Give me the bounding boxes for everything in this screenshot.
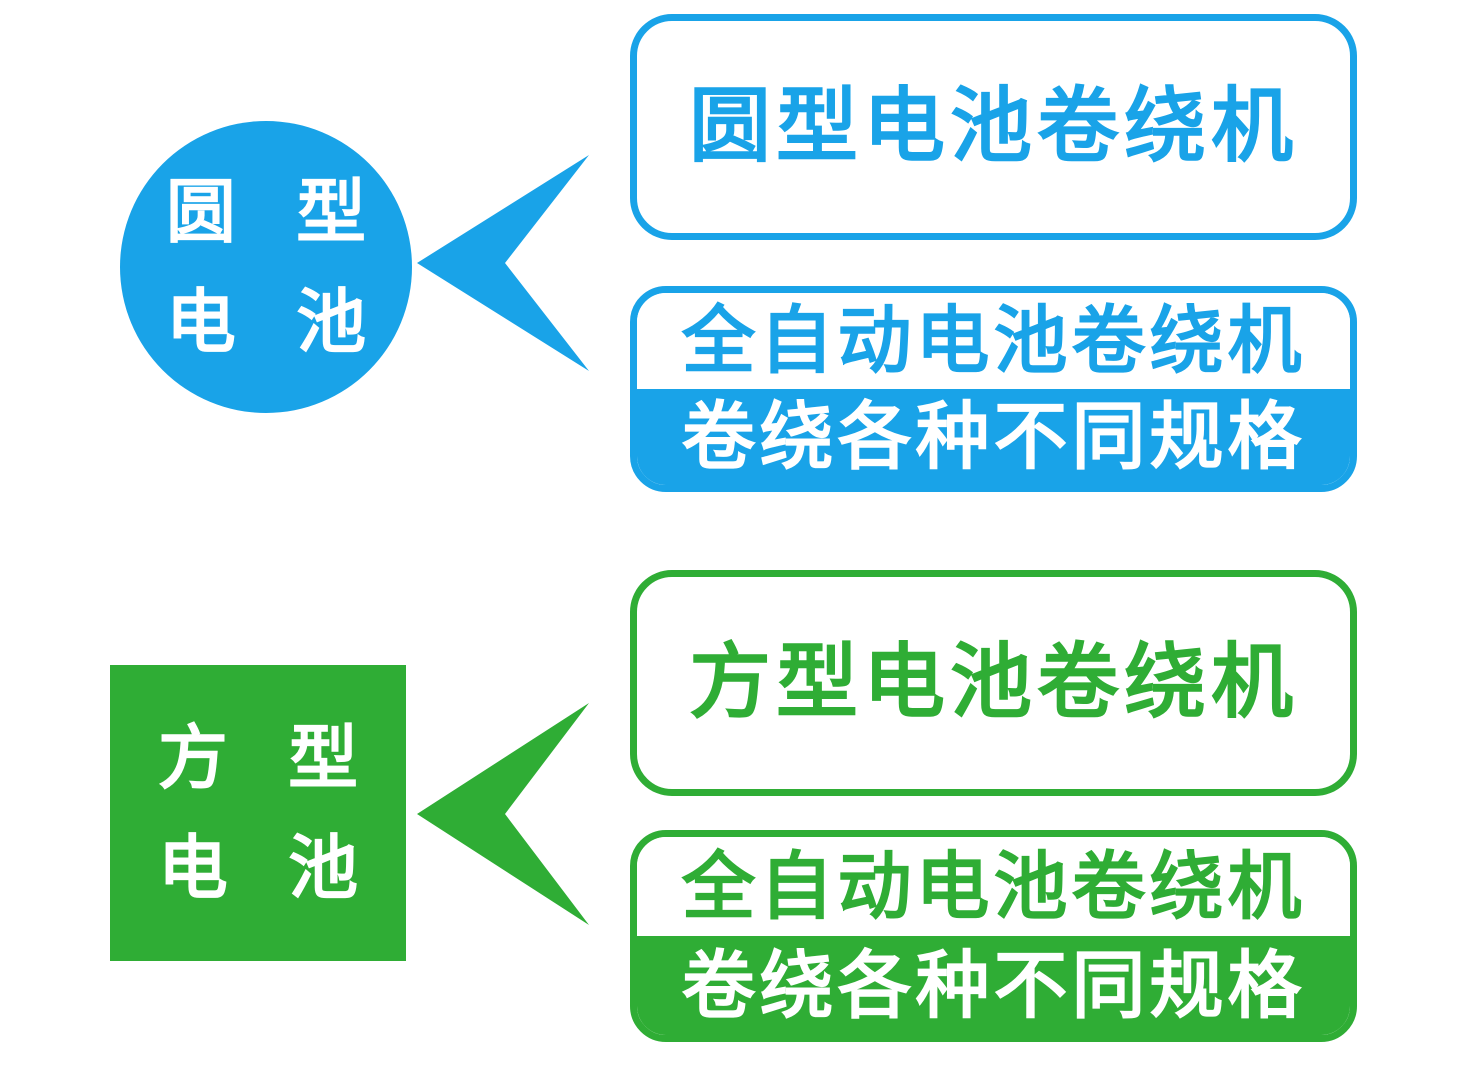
cylindrical-battery-label-line2: 电 池 <box>165 281 367 363</box>
prismatic-auto-machine-box: 全自动电池卷绕机 卷绕各种不同规格 <box>630 830 1357 1042</box>
left-arrow-icon <box>417 703 589 925</box>
prismatic-machine-title: 方型电池卷绕机 <box>688 635 1298 730</box>
prismatic-battery-node: 方 型 电 池 <box>110 665 406 961</box>
cylindrical-battery-label-line1: 圆 型 <box>165 171 367 253</box>
prismatic-battery-label-line1: 方 型 <box>157 717 359 799</box>
cylindrical-spec-note: 卷绕各种不同规格 <box>637 389 1350 485</box>
prismatic-machine-box: 方型电池卷绕机 <box>630 570 1357 796</box>
prismatic-auto-machine-title: 全自动电池卷绕机 <box>637 837 1350 936</box>
left-arrow-icon <box>417 155 589 371</box>
cylindrical-auto-machine-box: 全自动电池卷绕机 卷绕各种不同规格 <box>630 286 1357 492</box>
cylindrical-battery-node: 圆 型 电 池 <box>120 121 412 413</box>
cylindrical-machine-title: 圆型电池卷绕机 <box>688 79 1298 174</box>
cylindrical-auto-machine-title: 全自动电池卷绕机 <box>637 293 1350 389</box>
cylindrical-machine-box: 圆型电池卷绕机 <box>630 14 1357 240</box>
prismatic-battery-label-line2: 电 池 <box>157 827 359 909</box>
prismatic-spec-note: 卷绕各种不同规格 <box>637 936 1350 1035</box>
